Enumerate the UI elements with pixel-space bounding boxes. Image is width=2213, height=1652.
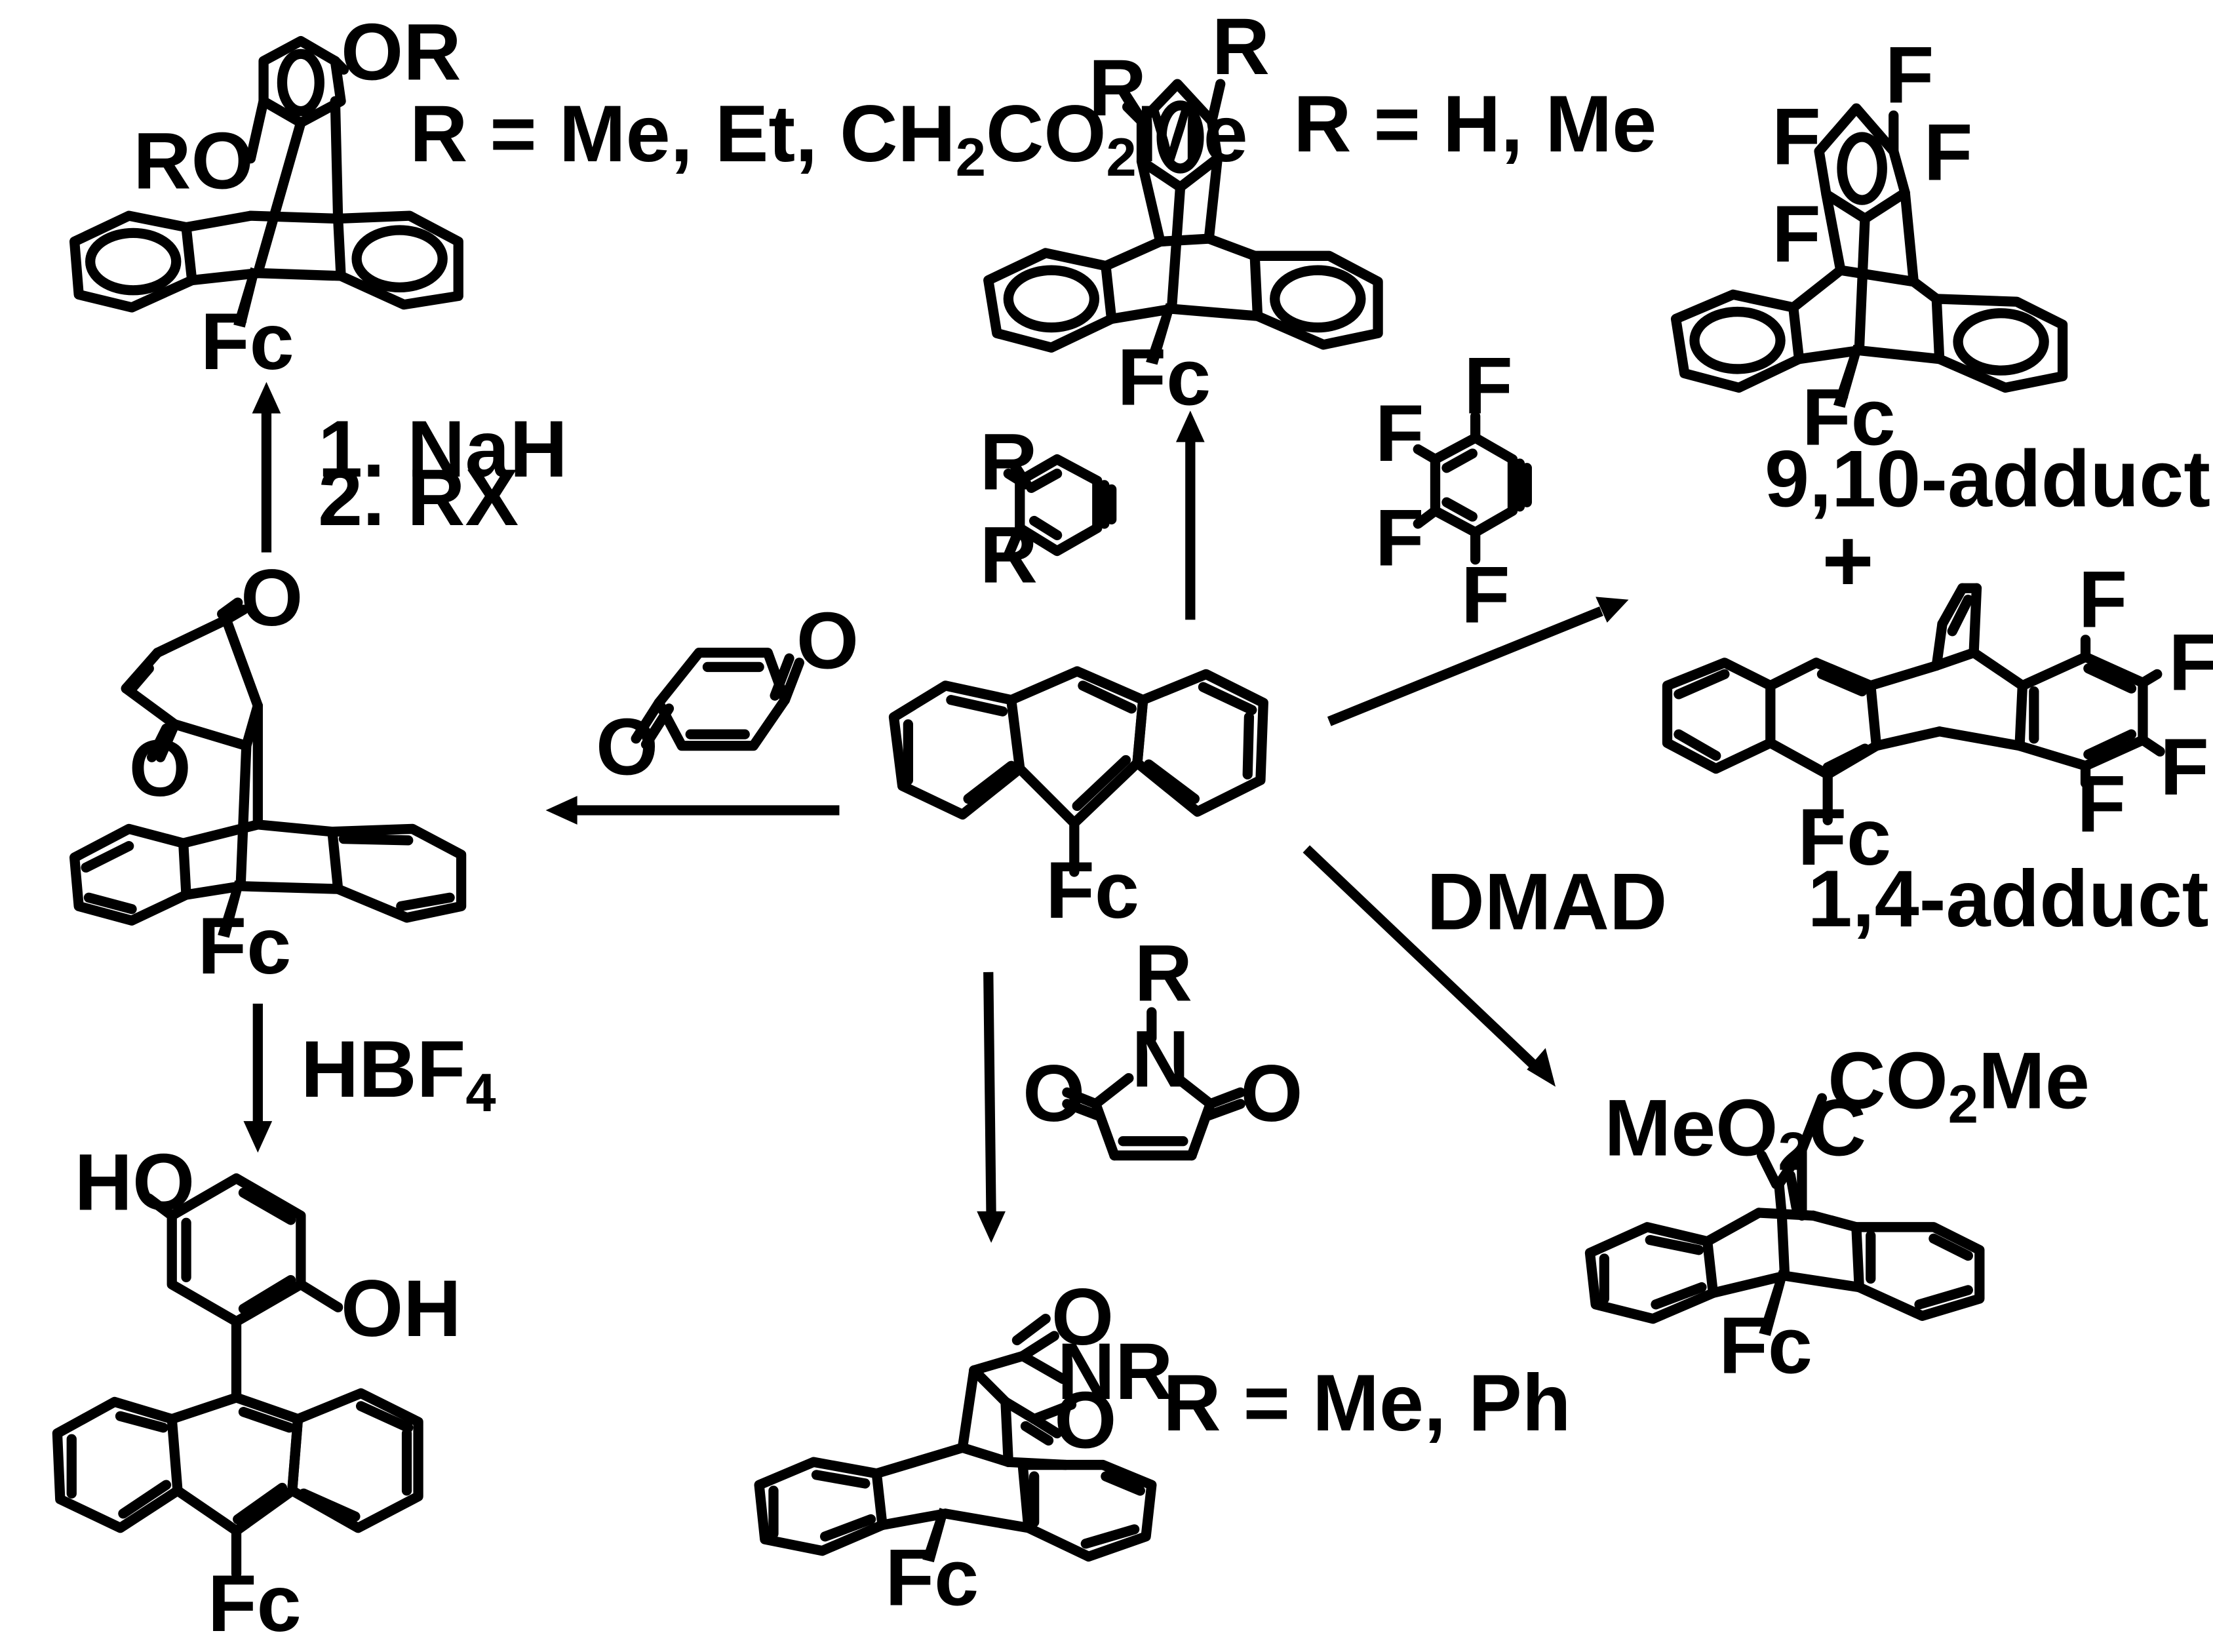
reagent-maleimide (1062, 1007, 1245, 1161)
plus-sign: + (1822, 511, 1873, 610)
product-tetrafluoro-1-4-adduct (1662, 583, 2165, 825)
mal-o1-label: O (1023, 1048, 1085, 1138)
aryne-r1-label: R (980, 416, 1038, 506)
pml-o2-label: O (129, 723, 191, 813)
ptc-r1-label: R (1089, 43, 1146, 132)
step-rx-label: 2. RX (318, 452, 519, 542)
ptr-f3-label: F (1924, 108, 1973, 197)
product-quinone-adduct (69, 597, 467, 938)
ptr-caption: 9,10-adduct (1765, 434, 2210, 524)
arrow-acid (243, 1003, 273, 1153)
mal-o2-label: O (1240, 1048, 1302, 1138)
pmr-f2-label: F (2168, 617, 2213, 707)
pmr-f1-label: F (2079, 554, 2128, 644)
reagent-aryne (1003, 454, 1117, 560)
product-tetrafluoro-9-10-adduct (1670, 103, 2068, 408)
reagent-benzoquinone (631, 647, 804, 751)
product-dmad-adduct (1584, 1093, 1985, 1336)
arrow-maleimide (977, 972, 1006, 1243)
reagent-tetrafluorobenzyne (1413, 411, 1532, 565)
pmr-caption: 1,4-adduct (1808, 854, 2209, 943)
pbc-fc-label: Fc (885, 1533, 979, 1622)
pbc-nr-label: NR (1057, 1326, 1173, 1416)
pbl-ho-label: HO (75, 1137, 195, 1227)
pbc-o2-label: O (1054, 1375, 1116, 1465)
ptl-or-label: OR (341, 7, 461, 97)
ptl-fc-label: Fc (201, 296, 294, 386)
bq-o1-label: O (796, 596, 859, 686)
pbl-fc-label: Fc (208, 1558, 302, 1648)
pmr-f3-label: F (2160, 722, 2209, 812)
pbr-co2me-label: CO2Me (1828, 1035, 2090, 1134)
pmr-fc-label: Fc (1797, 792, 1891, 882)
tfb-f3-label: F (1375, 492, 1424, 582)
step-nah-label: 1. NaH (318, 404, 568, 494)
pbr-fc-label: Fc (1719, 1301, 1812, 1390)
tfb-f2-label: F (1375, 388, 1424, 478)
arrow-aryne (1175, 410, 1205, 620)
arrow-benzoquinone (545, 796, 840, 825)
ptc-fc-label: Fc (1117, 332, 1211, 422)
pbc-o1-label: O (1051, 1272, 1114, 1362)
product-hydroquinone-anthracene (52, 1173, 423, 1579)
arrow-tetrafluorobenzyne (1327, 597, 1629, 726)
product-dialkoxy-triptycene (69, 35, 463, 328)
tfb-f4-label: F (1461, 550, 1510, 640)
dmad-label: DMAD (1426, 856, 1667, 946)
ptr-f4-label: F (1772, 189, 1821, 279)
ptl-ro-label: RO (133, 116, 254, 206)
mal-r-label: R (1135, 928, 1192, 1018)
sm-fc-label: Fc (1046, 845, 1139, 935)
pbc-r-definition: R = Me, Ph (1163, 1358, 1571, 1447)
ptc-r-definition: R = H, Me (1293, 79, 1656, 168)
pbr-meo2c-label: MeO2C (1604, 1083, 1866, 1182)
tfb-f1-label: F (1464, 341, 1513, 431)
ptr-fc-label: Fc (1802, 372, 1896, 462)
ptl-r-definition: R = Me, Et, CH2CO2Me (410, 88, 1248, 187)
product-aryne-triptycene (983, 79, 1383, 365)
aryne-r2-label: R (980, 510, 1038, 600)
ptr-f2-label: F (1772, 91, 1821, 181)
product-maleimide-adduct (754, 1314, 1157, 1563)
arrow-alkylation (252, 382, 281, 553)
pml-o1-label: O (241, 553, 303, 642)
pml-fc-label: Fc (198, 901, 292, 991)
pmr-f4-label: F (2077, 759, 2126, 849)
step-hbf4-label: HBF4 (301, 1024, 496, 1123)
arrow-dmad (1302, 845, 1556, 1087)
mal-n-label: N (1131, 1014, 1189, 1104)
ptr-f1-label: F (1885, 30, 1934, 120)
starting-material-ferrocenylanthracene (888, 666, 1268, 877)
pbl-oh-label: OH (341, 1263, 461, 1353)
bq-o2-label: O (596, 701, 658, 791)
ptc-r2-label: R (1212, 1, 1270, 91)
